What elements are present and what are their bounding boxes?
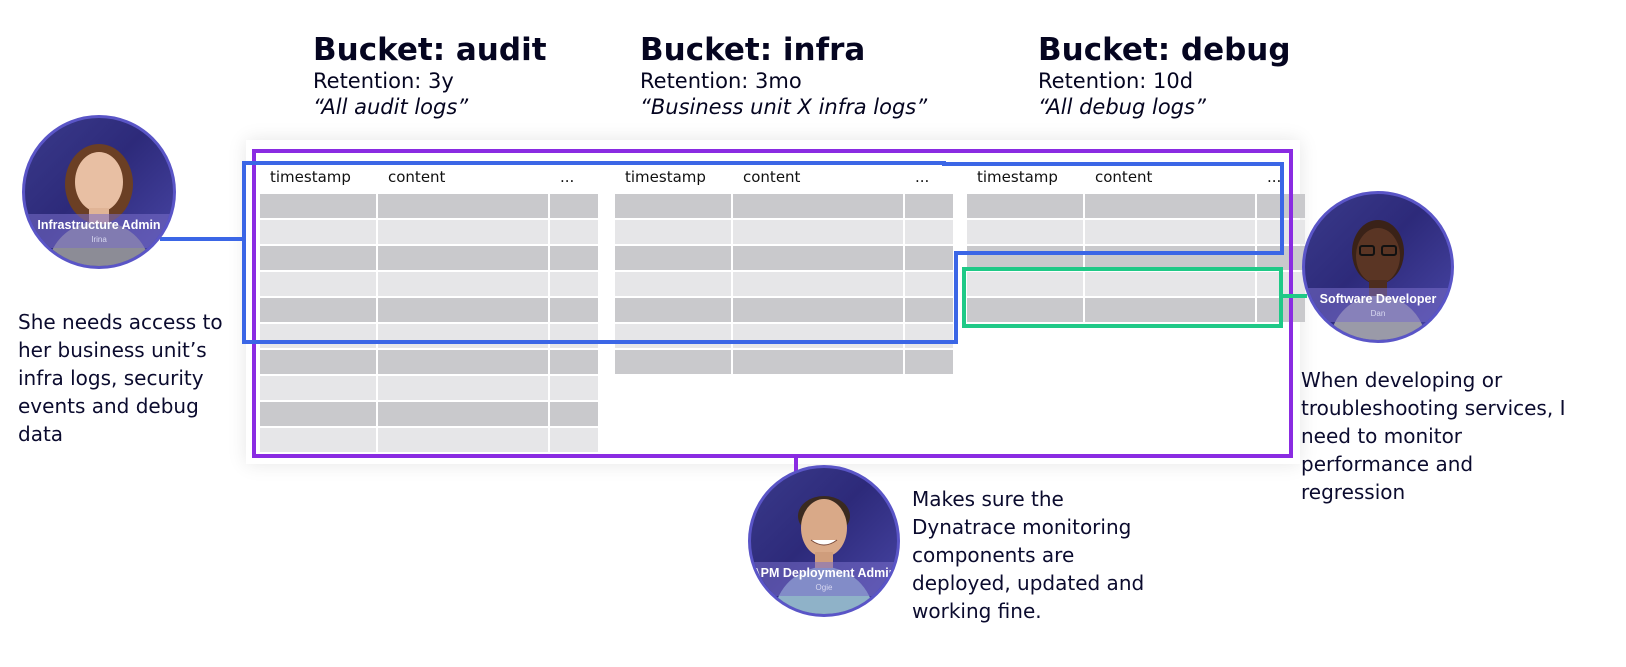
bucket-description: “Business unit X infra logs” xyxy=(640,95,928,119)
persona-role: APM Deployment Admin xyxy=(751,566,897,580)
bucket-header-debug: Bucket: debug Retention: 10d “All debug … xyxy=(1038,32,1291,120)
avatar-apm-deployment-admin: APM Deployment Admin Ogie xyxy=(748,465,900,617)
developer-access-frame xyxy=(962,267,1283,328)
developer-connector xyxy=(1283,294,1307,298)
bucket-retention: Retention: 3y xyxy=(313,69,454,93)
bucket-title: Bucket: debug xyxy=(1038,32,1291,68)
bucket-header-infra: Bucket: infra Retention: 3mo “Business u… xyxy=(640,32,927,120)
persona-name: Irina xyxy=(91,235,107,244)
table-row xyxy=(260,428,598,452)
avatar-infrastructure-admin: Infrastructure Admin Irina xyxy=(22,115,176,269)
bucket-description: “All audit logs” xyxy=(313,95,469,119)
table-row xyxy=(260,376,598,400)
bucket-retention: Retention: 3mo xyxy=(640,69,802,93)
avatar-software-developer: Software Developer Dan xyxy=(1302,191,1454,343)
bucket-header-audit: Bucket: audit Retention: 3y “All audit l… xyxy=(313,32,547,120)
table-row xyxy=(260,402,598,426)
bucket-retention: Retention: 10d xyxy=(1038,69,1194,93)
bucket-description: “All debug logs” xyxy=(1038,95,1206,119)
apm-admin-description: Makes sure the Dynatrace monitoring comp… xyxy=(912,487,1145,623)
infra-admin-description: She needs access to her business unit’s … xyxy=(18,310,223,446)
table-row xyxy=(615,350,953,374)
persona-name: Dan xyxy=(1370,309,1386,318)
apm-admin-connector xyxy=(794,458,798,472)
bucket-title: Bucket: infra xyxy=(640,32,866,68)
developer-description: When developing or troubleshooting servi… xyxy=(1301,368,1566,504)
persona-role: Software Developer xyxy=(1319,292,1437,306)
infra-admin-connector xyxy=(160,237,246,241)
persona-role: Infrastructure Admin xyxy=(37,218,161,232)
table-row xyxy=(260,350,598,374)
persona-name: Ogie xyxy=(815,583,833,592)
bucket-title: Bucket: audit xyxy=(313,32,547,68)
